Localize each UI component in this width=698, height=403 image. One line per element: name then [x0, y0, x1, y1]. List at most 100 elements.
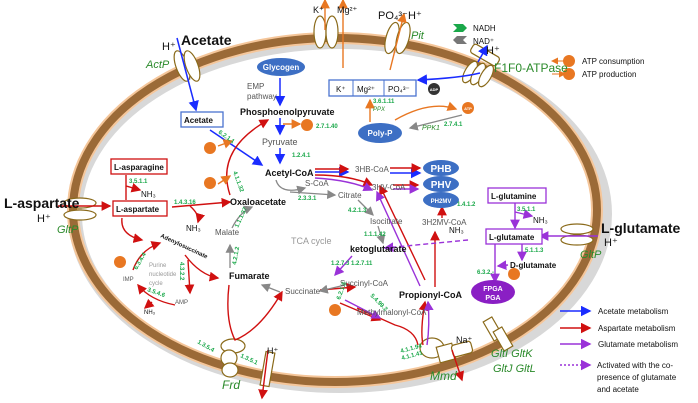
frd-complex — [220, 338, 276, 388]
atp-arrows — [217, 0, 458, 185]
legend-activated: presence of glutamate — [597, 373, 677, 382]
k-mg-transporter — [313, 15, 339, 49]
phb-node — [423, 160, 459, 176]
asparagine-box — [110, 158, 168, 175]
3hb-coa-label: 3HB-CoA — [355, 165, 389, 174]
gltp-right-transporter — [560, 223, 594, 246]
ph2mv-label: PH2MV — [431, 199, 452, 205]
ec-label: 1.2.7.3 1.2.7.11 — [331, 261, 373, 267]
3hv-coa-label: 3HV-CoA — [372, 183, 406, 192]
legend-pathways: Acetate metabolism Aspartate metabolism … — [560, 305, 678, 394]
acetyl-coa-label: Acetyl-CoA — [265, 168, 314, 178]
purine-label: cycle — [149, 281, 163, 287]
ion-mg-label: Mg²⁺ — [357, 85, 375, 94]
nad-icon — [453, 36, 467, 44]
nadh-icon — [453, 24, 467, 32]
asparagine-label: L-asparagine — [114, 163, 164, 172]
ec-label: 3.5.1.1 — [129, 179, 148, 185]
succinyl-coa-label: Succinyl-CoA — [340, 279, 389, 288]
ec-label: 1.1.1.37 — [234, 206, 249, 229]
gltikjl-transporter — [482, 316, 514, 352]
legend-nadh: NADH — [473, 24, 496, 33]
ec-label: 4.2.1.2 — [232, 246, 241, 266]
po4-proton-label: H⁺ — [408, 10, 422, 22]
nh3-label: NH₃ — [533, 216, 548, 225]
ec-label: 5.1.1.3 — [525, 248, 544, 254]
fpga-label: FPGA — [483, 286, 502, 293]
frd-label: Frd — [222, 378, 240, 392]
gltjl-label: GltJ GltL — [493, 363, 536, 375]
tca-cycle-label: TCA cycle — [291, 236, 332, 246]
tca-cycle-arrows — [225, 114, 463, 294]
legend-atp-production: ATP production — [582, 70, 636, 79]
ec-label: 6.3.4.4 — [134, 252, 149, 271]
mmd-transporter — [419, 337, 474, 364]
ec-label: 4.2.1.3 — [348, 208, 367, 214]
malate-label: Malate — [215, 228, 240, 237]
gltp-left-label: GltP — [57, 224, 79, 236]
ec-label: 4.1.1.94 — [400, 343, 423, 355]
legend-atp-consumption: ATP consumption — [582, 57, 644, 66]
legend-nad: NAD⁺ — [473, 37, 494, 46]
mmd-label: Mmd — [430, 369, 457, 383]
polyp-node — [358, 123, 402, 143]
adenylosuccinate-label: Adenylosuccinate — [159, 233, 209, 260]
aspartate-outside-label: L-aspartate — [4, 195, 80, 211]
phb-label: PHB — [430, 164, 451, 175]
ec-label: 3.5.1.1 — [517, 207, 536, 213]
po4-label: PO₄³⁻ — [378, 10, 408, 22]
ph2mv-node — [423, 192, 459, 208]
atpase-proton-label: H⁺ — [486, 45, 500, 57]
f1f0-atpase-label: F1F0-ATPase — [494, 61, 568, 75]
phv-label: PHV — [431, 180, 452, 191]
amp-label: AMP — [175, 300, 188, 306]
phv-node — [423, 176, 459, 192]
d-glutamate-label: D-glutamate — [510, 261, 557, 270]
nh3-label: NH₃ — [144, 310, 156, 316]
ec-label: 4.1.1.41 — [401, 350, 424, 362]
aspartate-box — [112, 200, 168, 217]
k-label: K⁺ — [313, 5, 324, 15]
ec-label: 4.3.2.2 — [178, 262, 184, 281]
gltik-label: GltI GltK — [491, 348, 533, 360]
pyruvate-label: Pyruvate — [262, 137, 298, 147]
pit-label: Pit — [411, 30, 425, 42]
ion-k-label: K⁺ — [336, 85, 346, 94]
purine-label: nucleotide — [149, 272, 177, 278]
gltp-right-label: GltP — [580, 249, 602, 261]
purine-label: Purine — [149, 263, 167, 269]
ec-label: 4.1.1.32 — [231, 171, 244, 194]
acetate-box-label: Acetate — [184, 116, 213, 125]
glutamine-box — [487, 187, 547, 204]
succinate-label: Succinate — [285, 287, 321, 296]
ec-label: 1.1.1.42 — [364, 232, 386, 238]
ion-box — [328, 79, 417, 97]
legend-aspartate: Aspartate metabolism — [598, 324, 676, 333]
acetate-box — [180, 111, 224, 128]
legend-glutamate: Glutamate metabolism — [598, 340, 678, 349]
ec-label: 6.2.1.5 — [336, 281, 348, 301]
nh3-label: NH₃ — [186, 224, 201, 233]
glutamate-box — [485, 228, 543, 245]
ppk1-label: PPK1 — [422, 125, 440, 132]
glutamate-box-label: L-glutamate — [489, 233, 535, 242]
ppx-label: PPX — [373, 107, 386, 113]
glycogen-node — [257, 58, 305, 76]
isocitrate-label: Isocitrate — [370, 217, 403, 226]
imp-label: IMP — [123, 277, 134, 283]
nh3-label: NH₃ — [449, 226, 464, 235]
ec-label: 1.4.3.16 — [174, 200, 196, 206]
glutamate-outside-label: L-glutamate — [601, 220, 681, 236]
legend-activated: and acetate — [597, 385, 639, 394]
fumarate-label: Fumarate — [229, 271, 270, 281]
atp-label: ATP — [464, 106, 472, 111]
methylmalonyl-coa-label: Methylmalonyl-CoA — [357, 308, 427, 317]
adp-label: ADP — [430, 87, 439, 92]
glutamate-proton-label: H⁺ — [604, 237, 618, 249]
s-coa-label: S-CoA — [305, 179, 329, 188]
pga-label: PGA — [485, 295, 500, 302]
frd-proton-label: H⁺ — [267, 346, 278, 356]
ec-label: 3.6.1.11 — [373, 99, 395, 105]
proton-label: H⁺ — [162, 41, 176, 53]
